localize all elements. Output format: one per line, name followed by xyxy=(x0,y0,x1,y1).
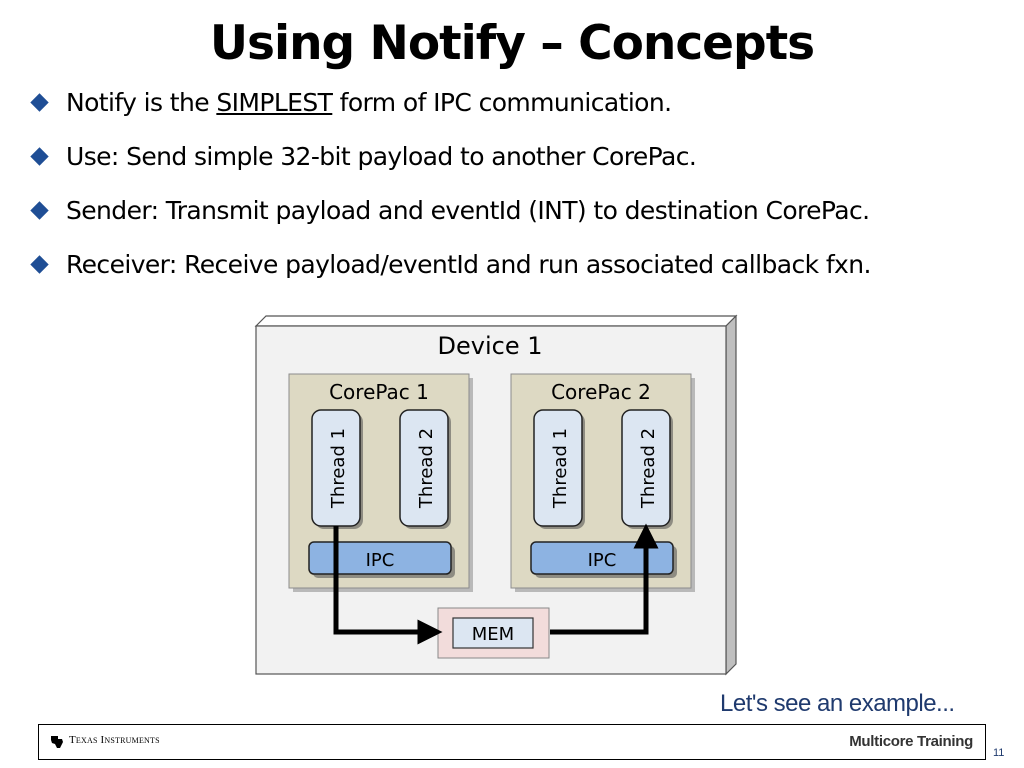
mem-box xyxy=(437,607,550,659)
bullet-text: Use: Send simple 32-bit payload to anoth… xyxy=(66,142,697,171)
bullet-item: Receiver: Receive payload/eventId and ru… xyxy=(30,242,1020,296)
bullet-emphasis: SIMPLEST xyxy=(216,88,333,117)
diamond-bullet-icon xyxy=(30,147,49,166)
bullet-text: Receiver: Receive payload/eventId and ru… xyxy=(66,250,871,279)
company-name: Texas Instruments xyxy=(69,734,160,746)
course-name: Multicore Training xyxy=(849,733,973,750)
mem-label: MEM xyxy=(472,624,514,645)
bullet-item: Sender: Transmit payload and eventId (IN… xyxy=(30,188,1020,242)
example-link-text[interactable]: Let's see an example... xyxy=(720,690,955,717)
device-label: Device 1 xyxy=(438,332,543,360)
corepac-2-label: CorePac 2 xyxy=(551,380,651,404)
thread-box xyxy=(533,409,585,529)
page-number: 11 xyxy=(993,747,1005,759)
bullet-item: Use: Send simple 32-bit payload to anoth… xyxy=(30,134,1020,188)
ipc-box xyxy=(530,541,677,578)
thread-label: Thread 1 xyxy=(550,428,571,509)
diamond-bullet-icon xyxy=(30,255,49,274)
ipc-label: IPC xyxy=(588,550,617,571)
corepac-1-label: CorePac 1 xyxy=(329,380,429,404)
send-arrow xyxy=(333,526,443,645)
bullet-list: Notify is the SIMPLEST form of IPC commu… xyxy=(30,80,1020,296)
bullet-text-part: Notify is the xyxy=(66,88,217,117)
bullet-text: Sender: Transmit payload and eventId (IN… xyxy=(66,196,870,225)
ipc-label: IPC xyxy=(366,550,395,571)
notify-diagram: Device 1 CorePac 1 CorePac 2 Thread 1 Th… xyxy=(254,314,738,676)
diamond-bullet-icon xyxy=(30,201,49,220)
thread-label: Thread 2 xyxy=(416,428,437,509)
bullet-item: Notify is the SIMPLEST form of IPC commu… xyxy=(30,80,1020,134)
bullet-text-part: form of IPC communication. xyxy=(332,88,672,117)
texas-instruments-logo-icon xyxy=(51,736,63,748)
ipc-box xyxy=(308,541,455,578)
thread-box xyxy=(399,409,451,529)
thread-box xyxy=(311,409,363,529)
diamond-bullet-icon xyxy=(30,93,49,112)
receive-arrow xyxy=(550,523,659,635)
thread-label: Thread 1 xyxy=(328,428,349,509)
slide-title: Using Notify – Concepts xyxy=(209,16,815,71)
thread-box xyxy=(621,409,673,529)
footer-bar: Texas Instruments Multicore Training xyxy=(38,724,986,760)
thread-label: Thread 2 xyxy=(638,428,659,509)
